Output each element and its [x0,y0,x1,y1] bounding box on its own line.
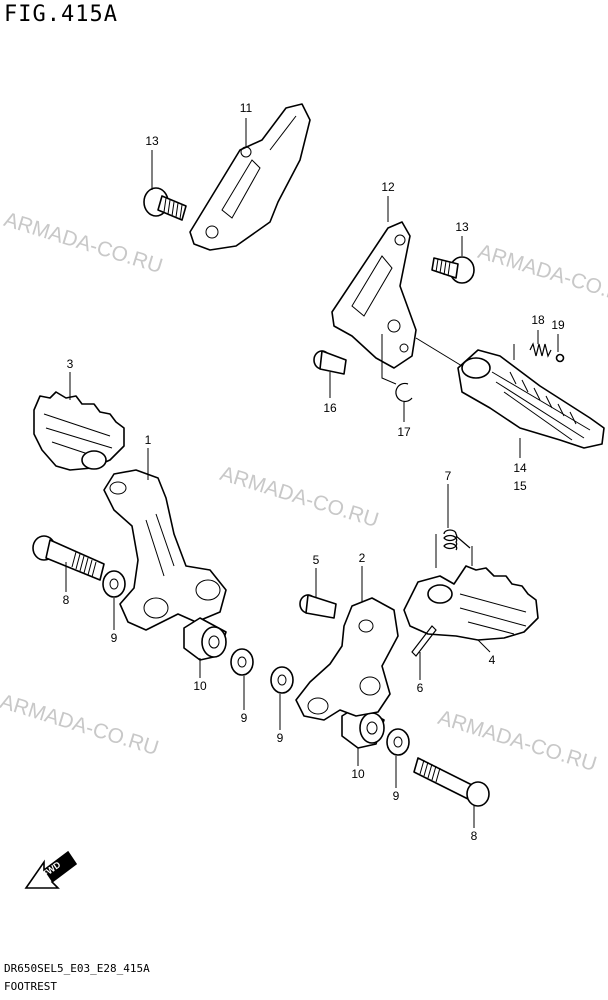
label-9-c: 9 [277,731,284,745]
label-11: 11 [240,101,253,115]
label-14: 14 [513,461,527,475]
part-14-15-rear-footpeg [457,349,605,449]
label-4: 4 [489,653,496,667]
label-6: 6 [417,681,424,695]
part-17-clip [395,382,413,403]
label-9-a: 9 [111,631,118,645]
part-10-bushing-left [183,617,227,661]
section-name: FOOTREST [4,980,57,993]
part-10-bushing-right [341,705,385,749]
part-16-pin [313,350,347,375]
part-4-footpeg-right [403,565,539,641]
part-9-washer-3 [270,666,294,694]
label-12: 12 [381,180,395,194]
part-13-bolt-right [431,256,475,284]
part-12-bracket [331,221,417,369]
part-2-bracket-right [295,597,399,721]
part-13-bolt-left [143,187,187,221]
label-10-left: 10 [193,679,207,693]
label-1: 1 [145,433,152,447]
label-9-d: 9 [393,789,400,803]
label-10-right: 10 [351,767,365,781]
part-8-bolt-left [32,535,105,581]
fwd-arrow: FWD [24,850,78,889]
part-1-bracket-left [103,469,227,631]
part-3-footpeg-left [33,391,125,471]
label-19: 19 [551,318,565,332]
label-15: 15 [513,479,527,493]
label-5: 5 [313,553,320,567]
part-18-spring [529,342,552,358]
label-18: 18 [531,313,545,327]
model-code: DR650SEL5_E03_E28_415A [4,962,150,975]
part-19-ball [555,353,565,363]
label-9-b: 9 [241,711,248,725]
label-8-right: 8 [471,829,478,843]
label-13-left: 13 [145,134,159,148]
label-13-right: 13 [455,220,469,234]
label-7: 7 [445,469,452,483]
part-5-pin [299,594,337,619]
part-9-washer-4 [386,728,410,756]
part-number-labels: 11 13 12 13 18 19 3 16 17 1 14 15 7 5 2 … [63,101,565,843]
part-6-cotter-pin [411,625,437,657]
label-2: 2 [359,551,366,565]
part-7-spring [443,529,471,551]
label-16: 16 [323,401,337,415]
label-3: 3 [67,357,74,371]
part-11-bracket [189,103,311,251]
part-9-washer-2 [230,648,254,676]
label-17: 17 [397,425,411,439]
part-8-bolt-right [413,757,490,807]
leader-lines [65,118,559,828]
label-8-left: 8 [63,593,70,607]
part-9-washer-1 [102,570,126,598]
figure-title: FIG.415A [4,2,118,27]
